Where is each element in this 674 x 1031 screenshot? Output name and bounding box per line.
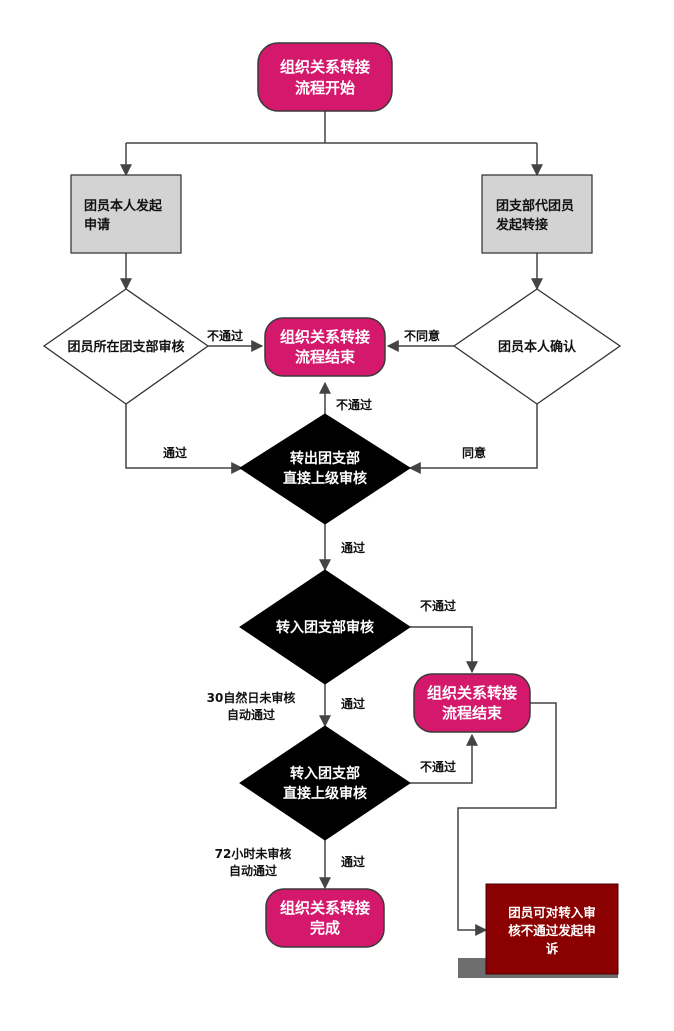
edge-end-to-appeal (457, 702, 557, 936)
node-end-top-line-1: 组织关系转接 (280, 328, 370, 346)
node-appeal-line-2: 核不通过发起申 (508, 923, 596, 938)
edge-start-split (126, 111, 537, 144)
edge-in-superior-reject (410, 733, 478, 784)
notes: 30自然日未审核 自动通过 72小时未审核 自动通过 (207, 690, 296, 878)
label-out-reject: 不通过 (336, 397, 372, 412)
node-end-mid-line-2: 流程结束 (442, 704, 503, 722)
label-in-superior-pass: 通过 (341, 854, 365, 869)
edge-confirm-agree (408, 404, 538, 474)
node-branch-review-label: 团员所在团支部审核 (67, 339, 184, 355)
node-in-superior-review-line-2: 直接上级审核 (283, 785, 367, 802)
note-auto-72-line-2: 自动通过 (229, 863, 277, 878)
node-member-apply-line-2: 申请 (84, 217, 110, 233)
node-branch-initiate: 团支部代团员 发起转接 (481, 174, 593, 254)
note-auto-30-line-1: 30自然日未审核 (207, 690, 296, 705)
node-start: 组织关系转接 流程开始 (257, 42, 393, 112)
note-auto-30-line-2: 自动通过 (227, 707, 275, 722)
label-out-pass: 通过 (341, 540, 365, 555)
node-complete-line-2: 完成 (310, 919, 340, 937)
label-branch-pass: 通过 (163, 445, 187, 460)
node-in-superior-review: 转入团支部 直接上级审核 (239, 725, 411, 841)
label-branch-reject: 不通过 (207, 328, 243, 343)
note-auto-72-line-1: 72小时未审核 (215, 846, 292, 861)
node-in-branch-review-label: 转入团支部审核 (276, 619, 374, 636)
node-out-superior-review: 转出团支部 直接上级审核 (239, 413, 411, 525)
node-start-line-2: 流程开始 (295, 79, 355, 97)
edges (120, 111, 557, 936)
node-appeal: 团员可对转入审 核不通过发起申 诉 (458, 883, 619, 978)
edge-labels: 不通过 不同意 不通过 通过 同意 通过 不通过 通过 不通过 通过 (163, 328, 486, 869)
node-appeal-line-3: 诉 (546, 941, 559, 956)
node-complete-line-1: 组织关系转接 (280, 899, 370, 917)
node-branch-initiate-line-1: 团支部代团员 (496, 198, 574, 214)
node-appeal-line-1: 团员可对转入审 (508, 905, 596, 920)
label-confirm-agree: 同意 (462, 445, 486, 460)
node-end-mid-line-1: 组织关系转接 (427, 684, 517, 702)
node-out-superior-review-line-2: 直接上级审核 (283, 470, 367, 487)
node-branch-initiate-line-2: 发起转接 (495, 217, 548, 233)
edge-in-branch-reject (410, 626, 478, 674)
node-in-superior-review-line-1: 转入团支部 (290, 765, 360, 782)
label-in-branch-pass: 通过 (341, 696, 365, 711)
node-member-apply-line-1: 团员本人发起 (84, 198, 163, 214)
node-complete: 组织关系转接 完成 (265, 888, 385, 948)
node-member-apply: 团员本人发起 申请 (70, 174, 182, 254)
label-confirm-reject: 不同意 (404, 328, 440, 343)
node-in-branch-review: 转入团支部审核 (239, 569, 411, 685)
node-end-top: 组织关系转接 流程结束 (264, 317, 386, 377)
node-member-confirm-label: 团员本人确认 (498, 339, 577, 355)
node-member-confirm: 团员本人确认 (452, 288, 622, 405)
node-end-mid: 组织关系转接 流程结束 (413, 673, 531, 733)
node-start-line-1: 组织关系转接 (280, 58, 370, 76)
edge-branch-review-pass (125, 404, 244, 474)
node-branch-review: 团员所在团支部审核 (42, 288, 210, 405)
node-out-superior-review-line-1: 转出团支部 (290, 450, 360, 467)
node-end-top-line-2: 流程结束 (295, 348, 356, 366)
label-in-branch-reject: 不通过 (420, 598, 456, 613)
label-in-superior-reject: 不通过 (420, 759, 456, 774)
